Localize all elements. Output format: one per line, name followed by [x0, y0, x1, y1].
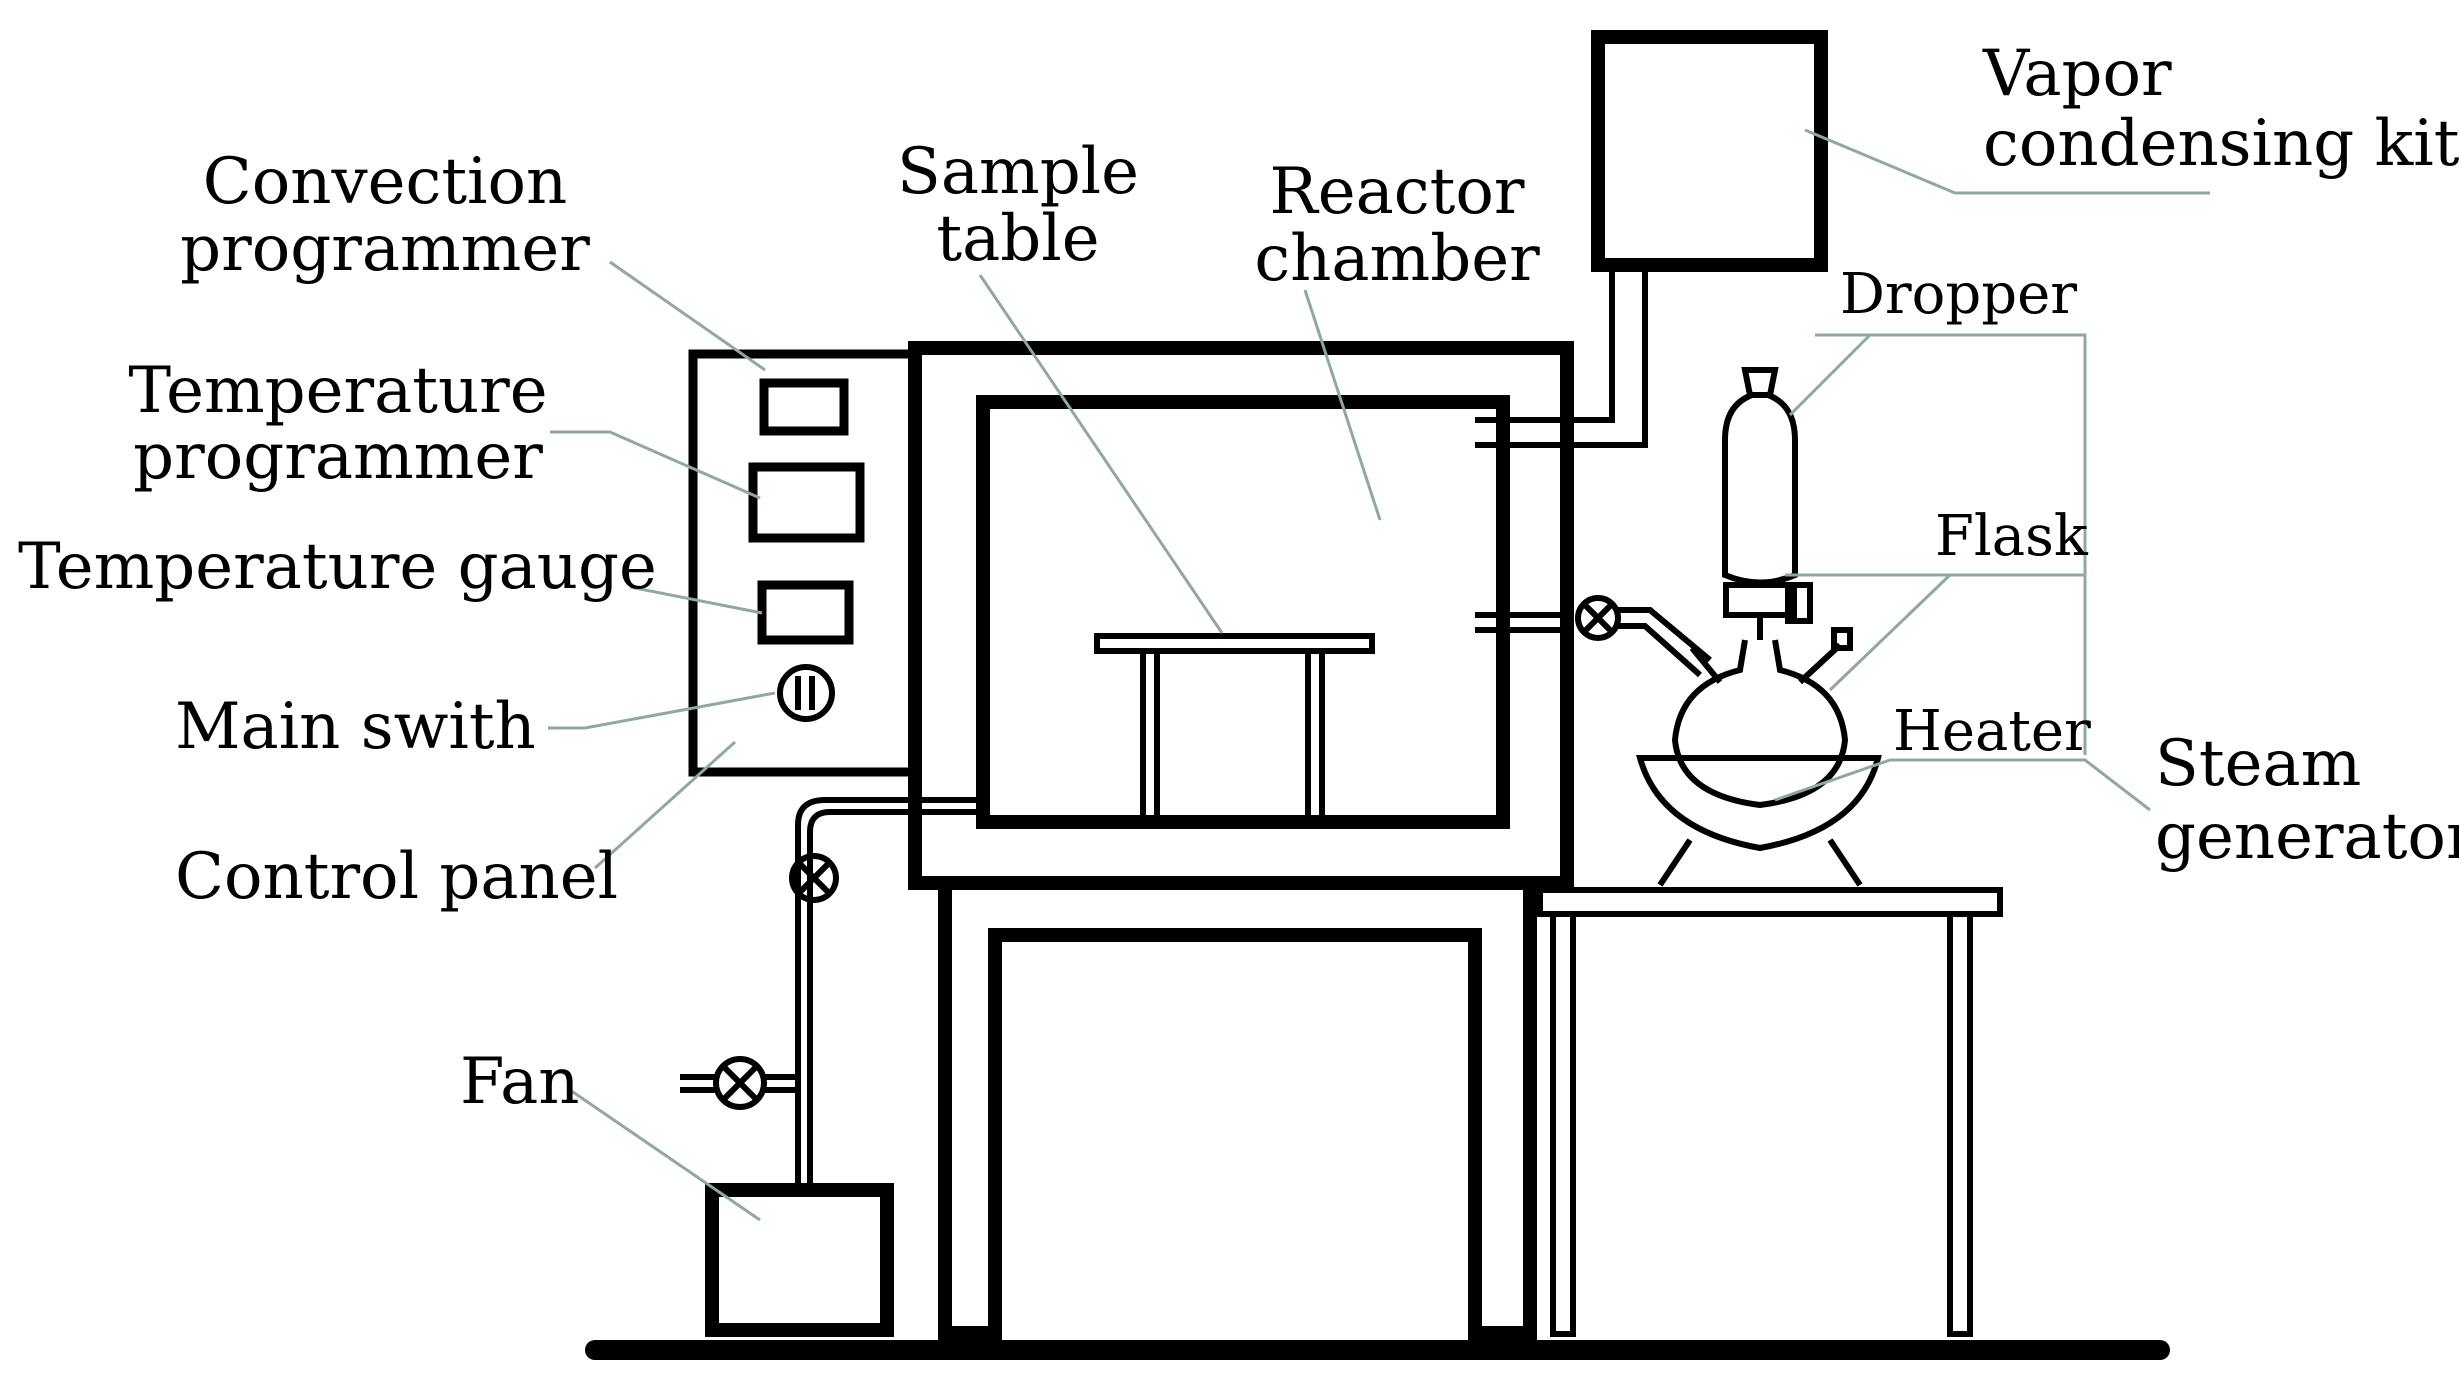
leader-flask: [1828, 573, 1952, 692]
label-control-panel: Control panel: [175, 840, 618, 914]
label-convection-programmer-line1: Convection: [203, 145, 568, 219]
leader-convection-programmer: [609, 260, 766, 372]
control-panel-box: [688, 349, 920, 777]
steam-inlet-pipe: [1475, 612, 1565, 633]
side-table-top: [1537, 887, 2003, 917]
fan-valve-upper-icon: [789, 853, 839, 903]
leader-vapor-condensing-kit: [1804, 128, 2210, 195]
label-vapor-condensing-kit-line1: Vapor: [1982, 37, 2172, 111]
leader-fan: [569, 1088, 761, 1222]
reactor-chamber-outer: [908, 341, 1574, 890]
steam-valve-icon: [1575, 595, 1621, 641]
leader-temperature-gauge: [629, 585, 763, 615]
condenser-tube: [1475, 265, 1648, 448]
label-heater: Heater: [1893, 699, 2091, 764]
flask-icon: [1671, 627, 1853, 809]
fan-box: [705, 1183, 894, 1337]
sample-table-leg-right: [1305, 648, 1325, 825]
leader-control-panel: [593, 740, 737, 870]
leader-dropper: [1788, 333, 1872, 417]
label-sample-table-line1: Sample: [897, 135, 1139, 209]
label-vapor-condensing-kit-line2: condensing kit: [1983, 107, 2459, 181]
leader-sample-table: [978, 274, 1224, 634]
label-temperature-programmer-line2: programmer: [133, 420, 543, 494]
steam-pipe-to-flask: [1618, 607, 1712, 678]
label-steam-generator-line2: generator: [2155, 800, 2459, 874]
sample-table-top: [1094, 633, 1375, 654]
main-switch-icon: [777, 664, 835, 722]
main-support-table: [938, 890, 1537, 1340]
label-temperature-gauge: Temperature gauge: [18, 530, 657, 604]
label-reactor-chamber-line1: Reactor: [1270, 155, 1525, 229]
leader-temperature-programmer: [550, 430, 761, 500]
label-main-switch: Main swith: [175, 690, 536, 764]
leader-main-switch: [548, 691, 776, 730]
leader-heater: [1774, 758, 1891, 802]
label-temperature-programmer-line1: Temperature: [128, 354, 547, 428]
leader-reactor-chamber: [1303, 289, 1382, 521]
sample-table-leg-left: [1140, 648, 1160, 825]
side-table-leg-1: [1550, 911, 1576, 1337]
label-fan: Fan: [460, 1045, 579, 1119]
fan-valve-lower-icon: [680, 1056, 798, 1110]
label-sample-table-line2: table: [936, 202, 1099, 276]
convection-programmer-display: [759, 378, 849, 436]
label-steam-generator-line1: Steam: [2155, 727, 2361, 801]
temperature-programmer-display: [748, 462, 865, 543]
side-table-leg-3: [1947, 911, 1973, 1337]
label-reactor-chamber-line2: chamber: [1254, 222, 1540, 296]
label-convection-programmer-line2: programmer: [180, 212, 590, 286]
label-flask: Flask: [1935, 504, 2089, 569]
fan-pipe: [795, 797, 983, 1190]
vapor-condensing-kit-box: [1591, 30, 1828, 272]
dropper-icon: [1722, 367, 1813, 640]
heater-icon: [1636, 755, 1882, 887]
reactor-chamber-inner: [976, 395, 1510, 829]
label-dropper: Dropper: [1840, 262, 2077, 327]
temperature-gauge-display: [757, 580, 854, 645]
steam-generator-bracket: [1785, 333, 2151, 812]
